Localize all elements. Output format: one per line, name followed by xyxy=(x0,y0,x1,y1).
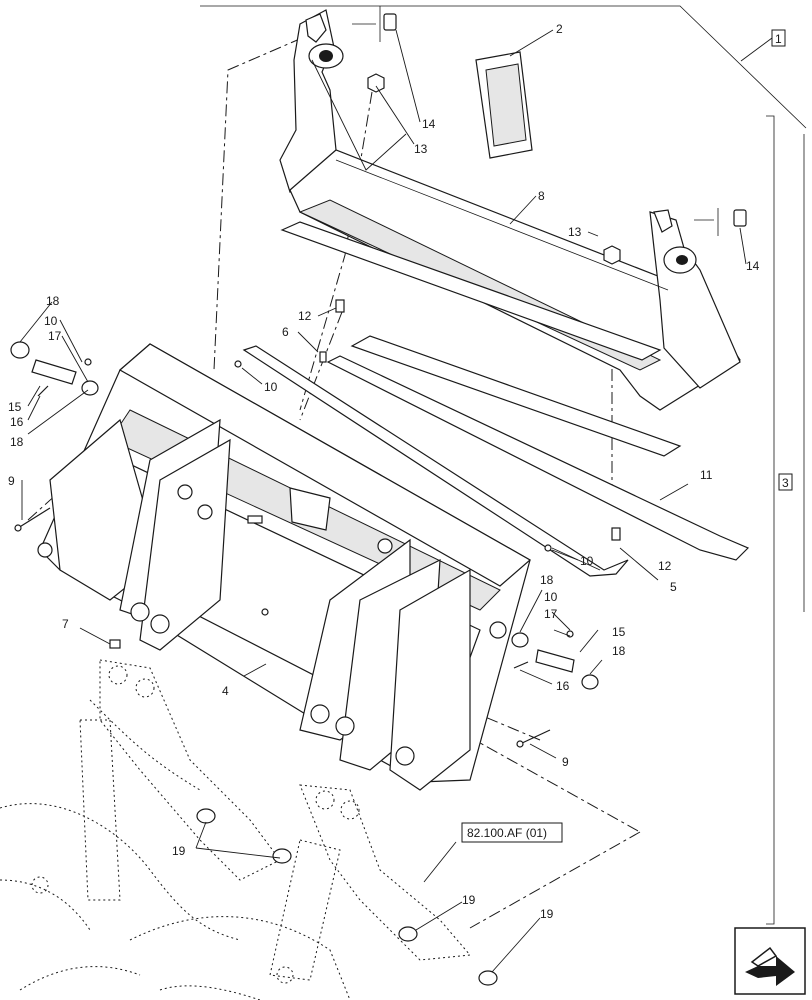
callout-box-1 xyxy=(771,29,786,47)
callout-labels: 1 2 3 4 5 6 7 8 9 9 10 10 10 10 11 12 12… xyxy=(8,22,793,921)
callout-4: 4 xyxy=(222,684,229,698)
callout-11: 11 xyxy=(700,468,713,482)
callout-15-left: 15 xyxy=(8,400,22,414)
callout-9-left: 9 xyxy=(8,474,15,488)
callout-1: 1 xyxy=(775,32,782,46)
cutting-edge-upper xyxy=(280,221,662,361)
callout-13-left: 13 xyxy=(414,142,428,156)
reference-label[interactable]: 82.100.AF (01) xyxy=(467,826,547,840)
callout-8: 8 xyxy=(538,189,545,203)
callout-12-bottom: 12 xyxy=(658,559,672,573)
callout-16-right: 16 xyxy=(556,679,570,693)
part-6-strip xyxy=(242,345,629,577)
callout-17-right: 17 xyxy=(544,607,558,621)
callout-18-top-right: 18 xyxy=(540,573,554,587)
callout-14-left: 14 xyxy=(422,117,436,131)
pin-assembly-right xyxy=(511,630,599,690)
callout-16-left: 16 xyxy=(10,415,24,429)
part-9-bolts xyxy=(14,507,551,748)
callout-17-left: 17 xyxy=(48,329,62,343)
part-4-bucket xyxy=(37,343,532,791)
reference-link[interactable]: 82.100.AF (01) xyxy=(461,822,563,843)
callout-15-right: 15 xyxy=(612,625,626,639)
callout-3: 3 xyxy=(782,476,789,490)
callout-10-right: 10 xyxy=(544,590,558,604)
callout-19-left: 19 xyxy=(172,844,186,858)
callout-2: 2 xyxy=(556,22,563,36)
callout-19-right: 19 xyxy=(540,907,554,921)
callout-13-right: 13 xyxy=(568,225,582,239)
reference-box[interactable] xyxy=(461,822,563,843)
next-page-arrow-icon[interactable] xyxy=(734,927,806,995)
small-fasteners xyxy=(109,299,621,649)
callout-18-bottom-left: 18 xyxy=(10,435,24,449)
part-13-nuts xyxy=(367,73,621,265)
callout-10-center: 10 xyxy=(264,380,278,394)
callout-12-top: 12 xyxy=(298,309,312,323)
callout-7: 7 xyxy=(62,617,69,631)
part-2-manual xyxy=(475,29,554,159)
callout-6: 6 xyxy=(282,325,289,339)
lift-arm-outline xyxy=(0,659,472,1000)
callout-18-bottom-right: 18 xyxy=(612,644,626,658)
part-11-cutting-edge xyxy=(326,335,750,561)
callout-5: 5 xyxy=(670,580,677,594)
callout-10-bottom: 10 xyxy=(580,554,594,568)
group-bracket-3 xyxy=(766,115,805,925)
callout-18-top-left: 18 xyxy=(46,294,60,308)
group-bracket-1 xyxy=(200,5,807,129)
callout-box-3 xyxy=(778,473,793,491)
pin-assembly-left xyxy=(10,341,99,397)
callout-14-right: 14 xyxy=(746,259,760,273)
part-14-fittings xyxy=(352,6,747,236)
callout-9-right: 9 xyxy=(562,755,569,769)
part-19-bushings xyxy=(196,808,498,986)
callout-10-left: 10 xyxy=(44,314,58,328)
callout-19-center: 19 xyxy=(462,893,476,907)
leader-lines xyxy=(19,29,747,973)
